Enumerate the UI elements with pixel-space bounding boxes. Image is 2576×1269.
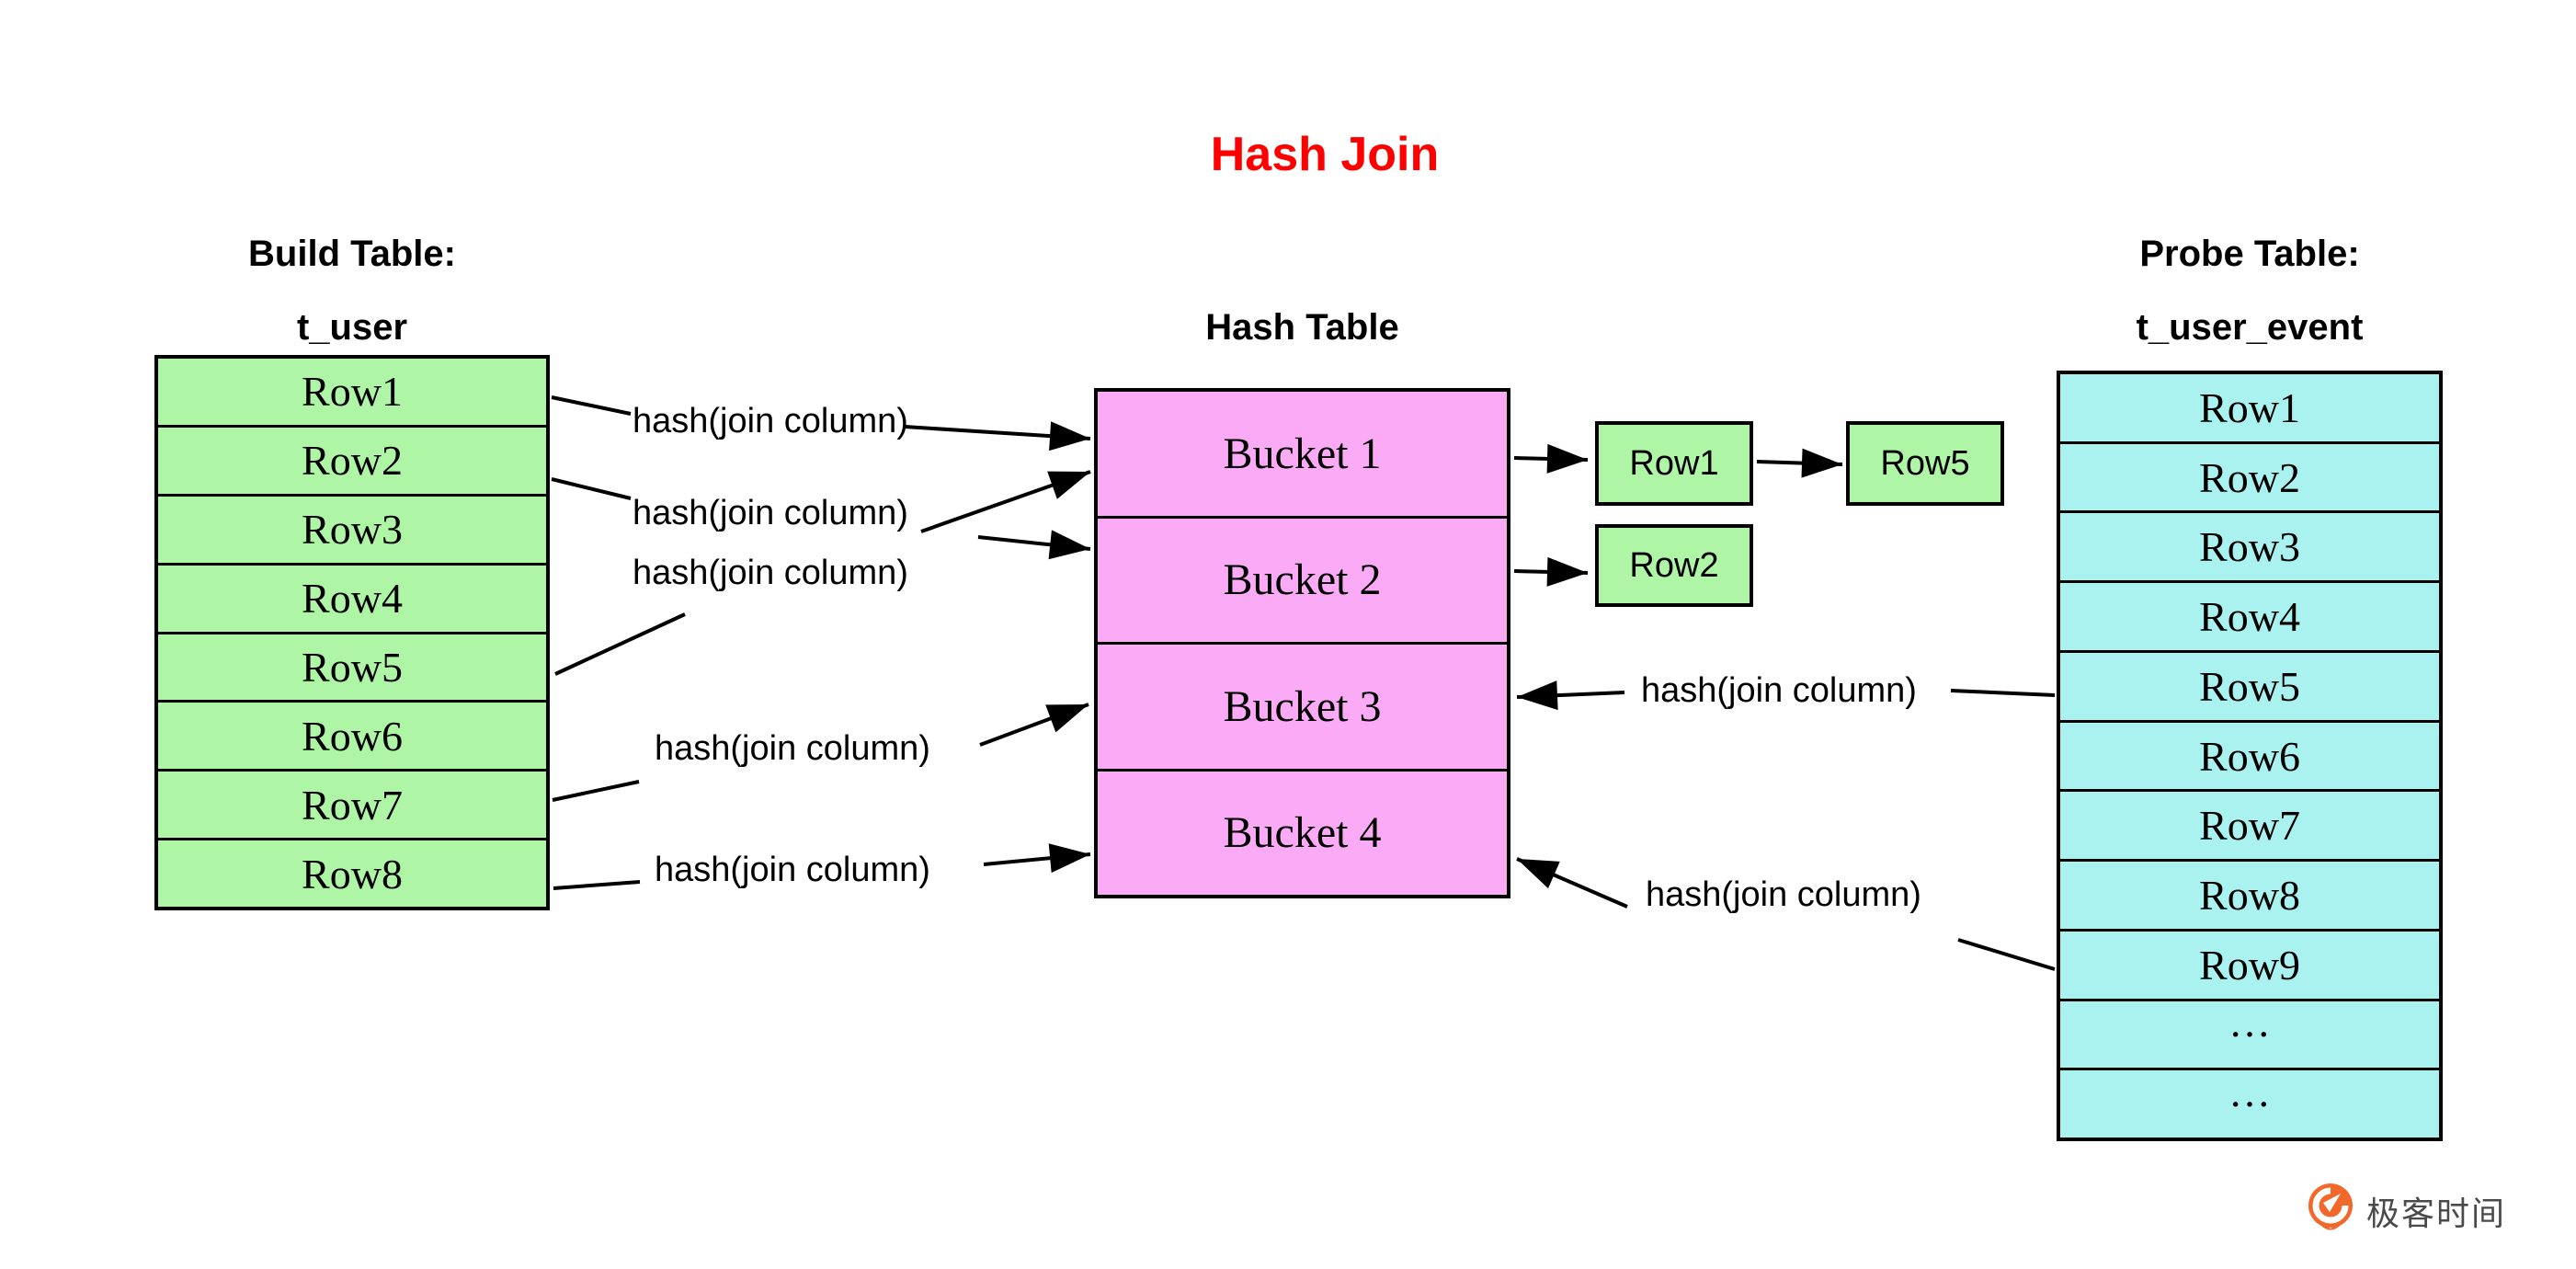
geektime-logo-text: 极客时间 <box>2366 1195 2507 1233</box>
build-table-row: Row5 <box>158 631 546 701</box>
arrow-row7-to-bucket3 <box>979 703 1089 747</box>
probe-table-row: Row8 <box>2060 859 2439 929</box>
arrow-row8-to-bucket4 <box>983 843 1091 874</box>
hash-fn-label-left-5: hash(join column) <box>655 851 930 889</box>
arrow-row5-to-bucket1 <box>920 470 1091 533</box>
line-label-to-probe-row9 <box>1957 938 2056 971</box>
hash-fn-label-left-2: hash(join column) <box>633 494 908 532</box>
hash-fn-label-left-4: hash(join column) <box>655 729 930 768</box>
probe-table-row: Row6 <box>2060 719 2439 790</box>
diagram-title: Hash Join <box>1210 128 1440 181</box>
build-table-row: Row3 <box>158 493 546 563</box>
build-table-row: Row2 <box>158 424 546 494</box>
build-table: Row1 Row2 Row3 Row4 Row5 Row6 Row7 Row8 <box>154 355 550 910</box>
line-build-row7-to-label <box>552 780 640 802</box>
probe-table-row: Row4 <box>2060 580 2439 650</box>
line-build-row5-to-label <box>554 612 686 676</box>
arrow-chain-row1-to-row5 <box>1756 448 1843 478</box>
probe-table-row: Row2 <box>2060 440 2439 511</box>
bucket1-chain-entry: Row1 <box>1595 421 1753 506</box>
arrow-bucket1-to-chain-row1 <box>1513 443 1589 474</box>
build-table-row: Row8 <box>158 838 546 907</box>
hash-fn-label-left-1: hash(join column) <box>633 402 908 440</box>
hash-fn-label-right-1: hash(join column) <box>1641 671 1917 710</box>
arrow-probe-row5-to-bucket3 <box>1516 680 1625 711</box>
line-label-to-probe-row5 <box>1950 689 2056 697</box>
build-table-header-line1: Build Table: <box>248 234 456 274</box>
bucket1-chain-entry: Row5 <box>1846 421 2004 506</box>
geektime-logo-icon <box>2308 1183 2353 1230</box>
probe-table-header: Probe Table: t_user_event <box>2057 217 2443 364</box>
hash-bucket: Bucket 1 <box>1098 392 1507 516</box>
build-table-row: Row6 <box>158 700 546 770</box>
line-build-row1-to-label <box>551 395 632 416</box>
hash-table: Bucket 1 Bucket 2 Bucket 3 Bucket 4 <box>1094 388 1510 898</box>
probe-table-header-line2: t_user_event <box>2136 307 2364 348</box>
hash-fn-label-right-2: hash(join column) <box>1646 875 1921 914</box>
probe-table-row: Row7 <box>2060 789 2439 860</box>
probe-table-header-line1: Probe Table: <box>2139 234 2360 274</box>
line-build-row2-to-label <box>551 477 632 500</box>
hash-table-header: Hash Table <box>1205 307 1399 348</box>
probe-table-row: Row5 <box>2060 649 2439 720</box>
hash-bucket: Bucket 2 <box>1098 515 1507 642</box>
build-table-row: Row7 <box>158 769 546 839</box>
probe-table: Row1 Row2 Row3 Row4 Row5 Row6 Row7 Row8 … <box>2057 371 2443 1141</box>
probe-table-row: Row3 <box>2060 510 2439 581</box>
build-table-row: Row4 <box>158 562 546 632</box>
hash-bucket: Bucket 3 <box>1098 642 1507 769</box>
arrow-bucket2-to-chain-row2 <box>1513 556 1589 587</box>
build-table-row: Row1 <box>158 359 546 425</box>
bucket2-chain-entry: Row2 <box>1595 524 1753 607</box>
hash-fn-label-left-3: hash(join column) <box>633 554 908 592</box>
arrow-row2-to-bucket2 <box>977 530 1091 560</box>
probe-table-row: ··· <box>2060 998 2439 1069</box>
arrow-row1-to-bucket1 <box>904 421 1091 452</box>
geektime-logo: 极客时间 <box>2306 1183 2506 1240</box>
probe-table-row: Row9 <box>2060 928 2439 999</box>
build-table-header: Build Table: t_user <box>154 217 550 364</box>
hash-bucket: Bucket 4 <box>1098 768 1507 895</box>
arrow-probe-row9-to-bucket4 <box>1516 857 1628 909</box>
build-table-header-line2: t_user <box>296 307 408 348</box>
probe-table-row: Row1 <box>2060 374 2439 441</box>
probe-table-row: ··· <box>2060 1068 2439 1138</box>
line-build-row8-to-label <box>553 880 641 890</box>
